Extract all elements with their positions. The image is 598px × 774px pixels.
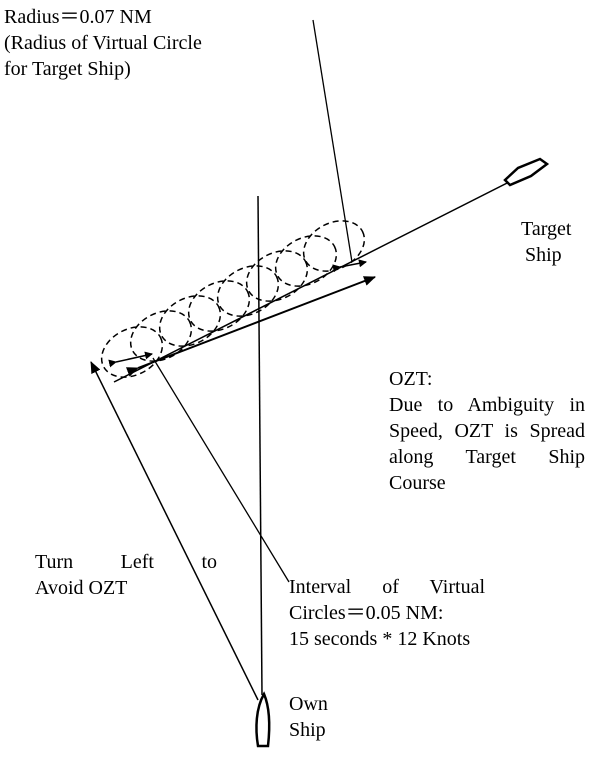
radius-label-line: Radius＝0.07 NM bbox=[4, 6, 152, 28]
turn-left-arrow bbox=[90, 361, 259, 701]
target-ship-icon bbox=[503, 157, 550, 187]
ozt-label-line: Due to Ambiguity in bbox=[389, 394, 585, 416]
turn-left-label: Turn Left to Avoid OZT bbox=[35, 549, 217, 601]
virtual-circles bbox=[100, 220, 366, 378]
interval-leader-line bbox=[152, 357, 290, 583]
radius-label-line: (Radius of Virtual Circle bbox=[4, 32, 202, 54]
target-ship-label: Target Ship bbox=[521, 216, 571, 268]
target-ship-course-line bbox=[113, 177, 518, 383]
own-ship-label-line: Ship bbox=[289, 719, 326, 741]
radius-label-line: for Target Ship) bbox=[4, 58, 131, 80]
own-ship-label: Own Ship bbox=[289, 691, 328, 743]
interval-label-line: Circles＝0.05 NM: bbox=[289, 602, 444, 624]
radius-arrow bbox=[332, 259, 367, 273]
radius-leader-line bbox=[312, 19, 353, 263]
turn-left-label-line: Avoid OZT bbox=[35, 577, 128, 599]
ozt-label-line: Course bbox=[389, 472, 446, 494]
target-ship-label-line: Ship bbox=[525, 244, 562, 266]
own-ship-label-line: Own bbox=[289, 693, 328, 715]
ozt-label-line: Speed, OZT is Spread bbox=[389, 420, 585, 442]
turn-left-label-line: Turn Left to bbox=[35, 551, 217, 573]
ozt-spread-arrow bbox=[125, 276, 376, 377]
target-ship-label-line: Target bbox=[521, 218, 572, 240]
ozt-label-line: along Target Ship bbox=[389, 446, 585, 468]
interval-label-line: Interval of Virtual bbox=[289, 576, 485, 598]
own-ship-course-line bbox=[257, 195, 263, 696]
own-ship-icon bbox=[255, 691, 271, 748]
interval-label-line: 15 seconds * 12 Knots bbox=[289, 628, 471, 650]
ozt-label: OZT: Due to Ambiguity in Speed, OZT is S… bbox=[389, 366, 585, 496]
interval-label: Interval of Virtual Circles＝0.05 NM: 15 … bbox=[289, 574, 485, 652]
interval-arrow bbox=[108, 351, 153, 368]
radius-label: Radius＝0.07 NM (Radius of Virtual Circle… bbox=[4, 4, 202, 82]
ozt-label-line: OZT: bbox=[389, 368, 433, 390]
